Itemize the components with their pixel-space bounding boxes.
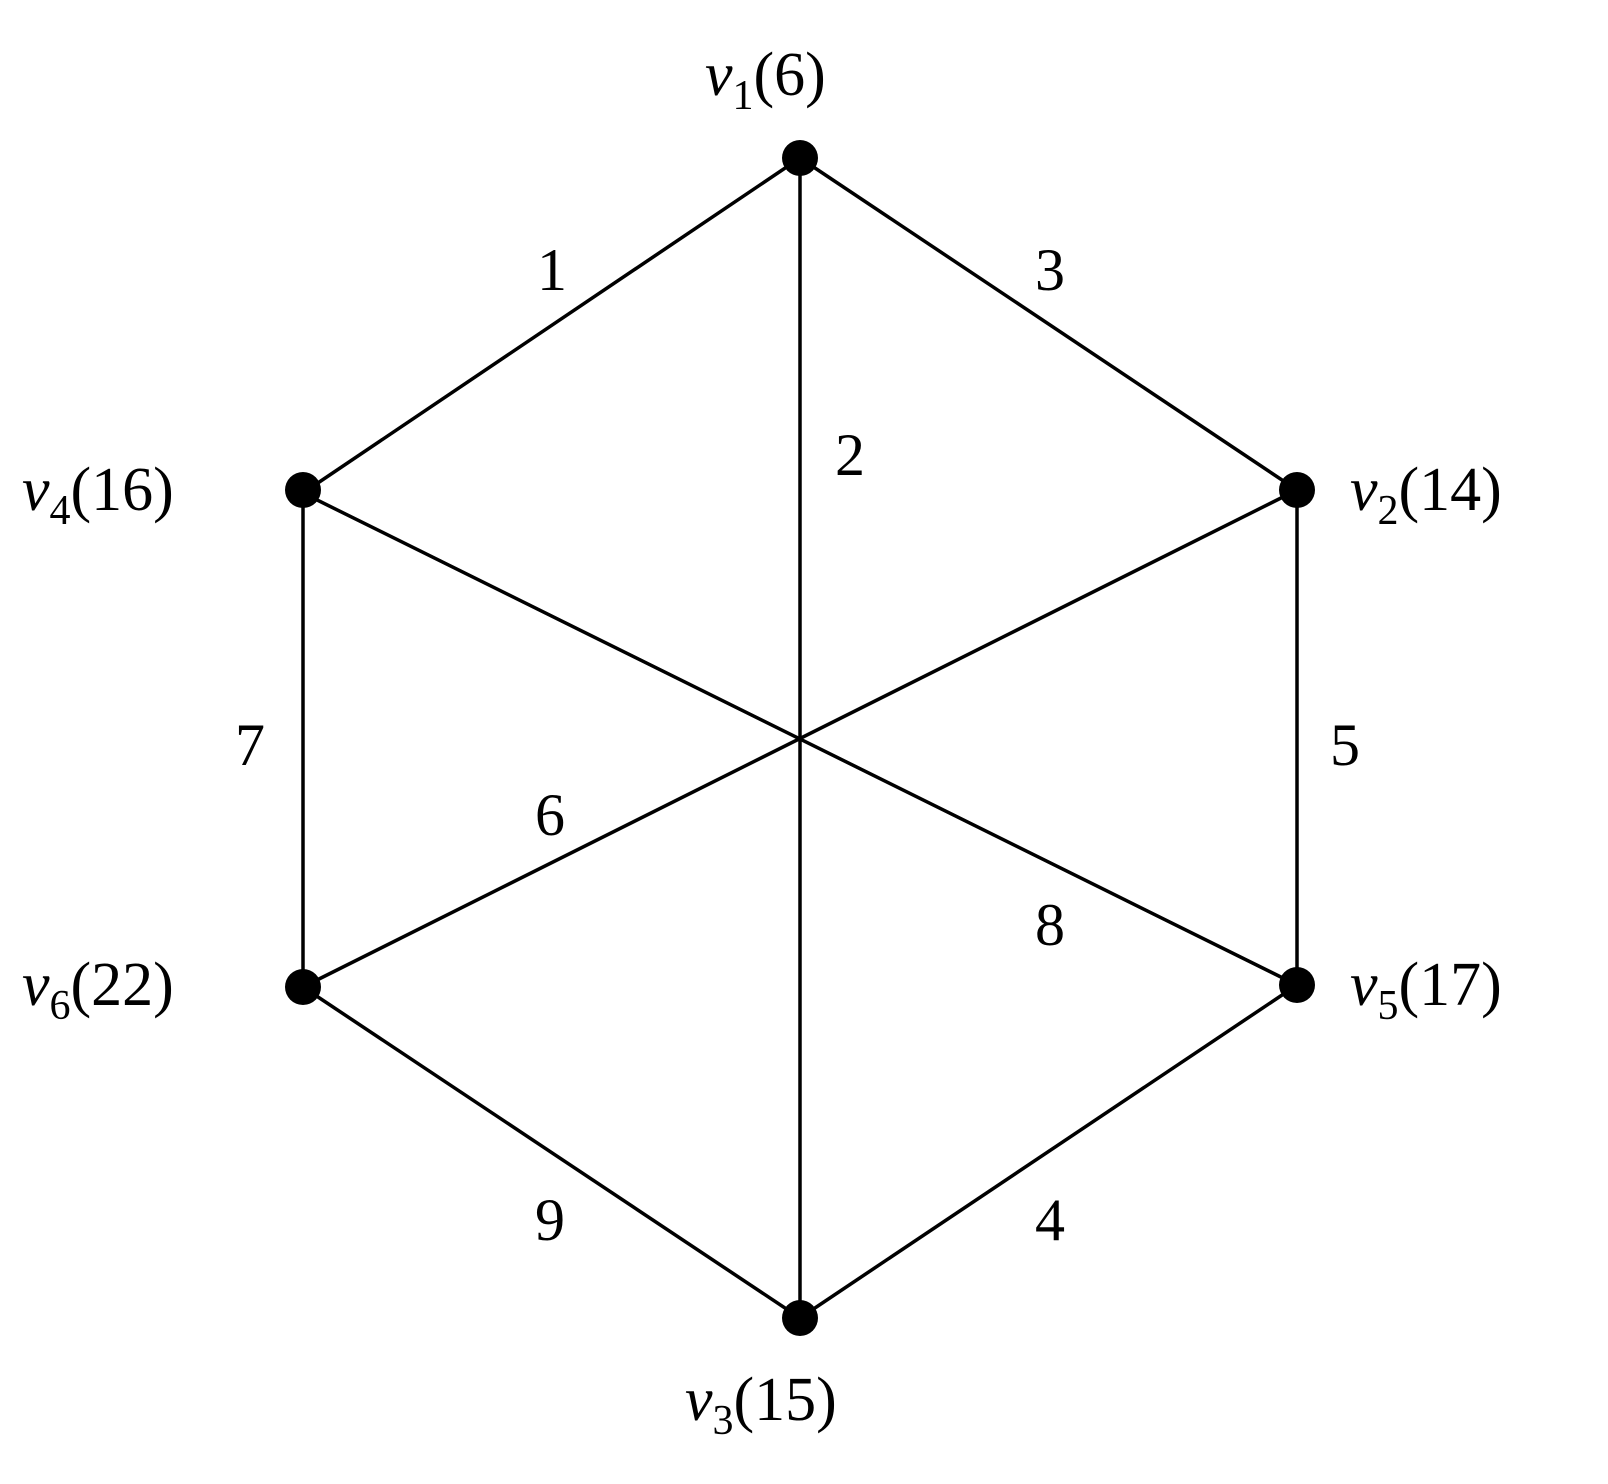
vertex-v1 bbox=[782, 140, 818, 176]
edge-label-6: 6 bbox=[535, 782, 565, 848]
vertex-v4 bbox=[285, 472, 321, 508]
edge-label-9: 9 bbox=[535, 1187, 565, 1253]
edge-v1-v2 bbox=[799, 156, 1298, 492]
edge-v4-v5 bbox=[302, 491, 1298, 987]
vertex-v5 bbox=[1279, 967, 1315, 1003]
vertex-v2 bbox=[1279, 472, 1315, 508]
vertex-v6 bbox=[285, 969, 321, 1005]
edge-label-4: 4 bbox=[1035, 1187, 1065, 1253]
edge-label-2: 2 bbox=[835, 422, 865, 488]
edge-v6-v3 bbox=[302, 985, 801, 1320]
vertex-v3 bbox=[782, 1300, 818, 1336]
vertex-label-v3: v3(15) bbox=[685, 1366, 837, 1444]
edge-labels: 1 2 3 4 5 6 7 8 9 bbox=[235, 237, 1360, 1253]
vertex-label-v4: v4(16) bbox=[22, 456, 174, 534]
edge-v1-v4 bbox=[302, 156, 801, 495]
vertices bbox=[285, 140, 1315, 1336]
vertex-label-v6: v6(22) bbox=[22, 951, 174, 1029]
vertex-label-v1: v1(6) bbox=[705, 41, 826, 119]
vertex-label-v2: v2(14) bbox=[1350, 456, 1502, 534]
edge-label-5: 5 bbox=[1330, 712, 1360, 778]
edge-label-8: 8 bbox=[1035, 892, 1065, 958]
edge-label-7: 7 bbox=[235, 712, 265, 778]
edges bbox=[301, 156, 1299, 1320]
edge-label-3: 3 bbox=[1035, 237, 1065, 303]
edge-label-1: 1 bbox=[537, 237, 567, 303]
vertex-label-v5: v5(17) bbox=[1350, 951, 1502, 1029]
vertex-labels: v1(6) v2(14) v3(15) v4(16) v5(17) v6(22) bbox=[22, 41, 1502, 1444]
edge-v3-v5 bbox=[799, 983, 1298, 1320]
